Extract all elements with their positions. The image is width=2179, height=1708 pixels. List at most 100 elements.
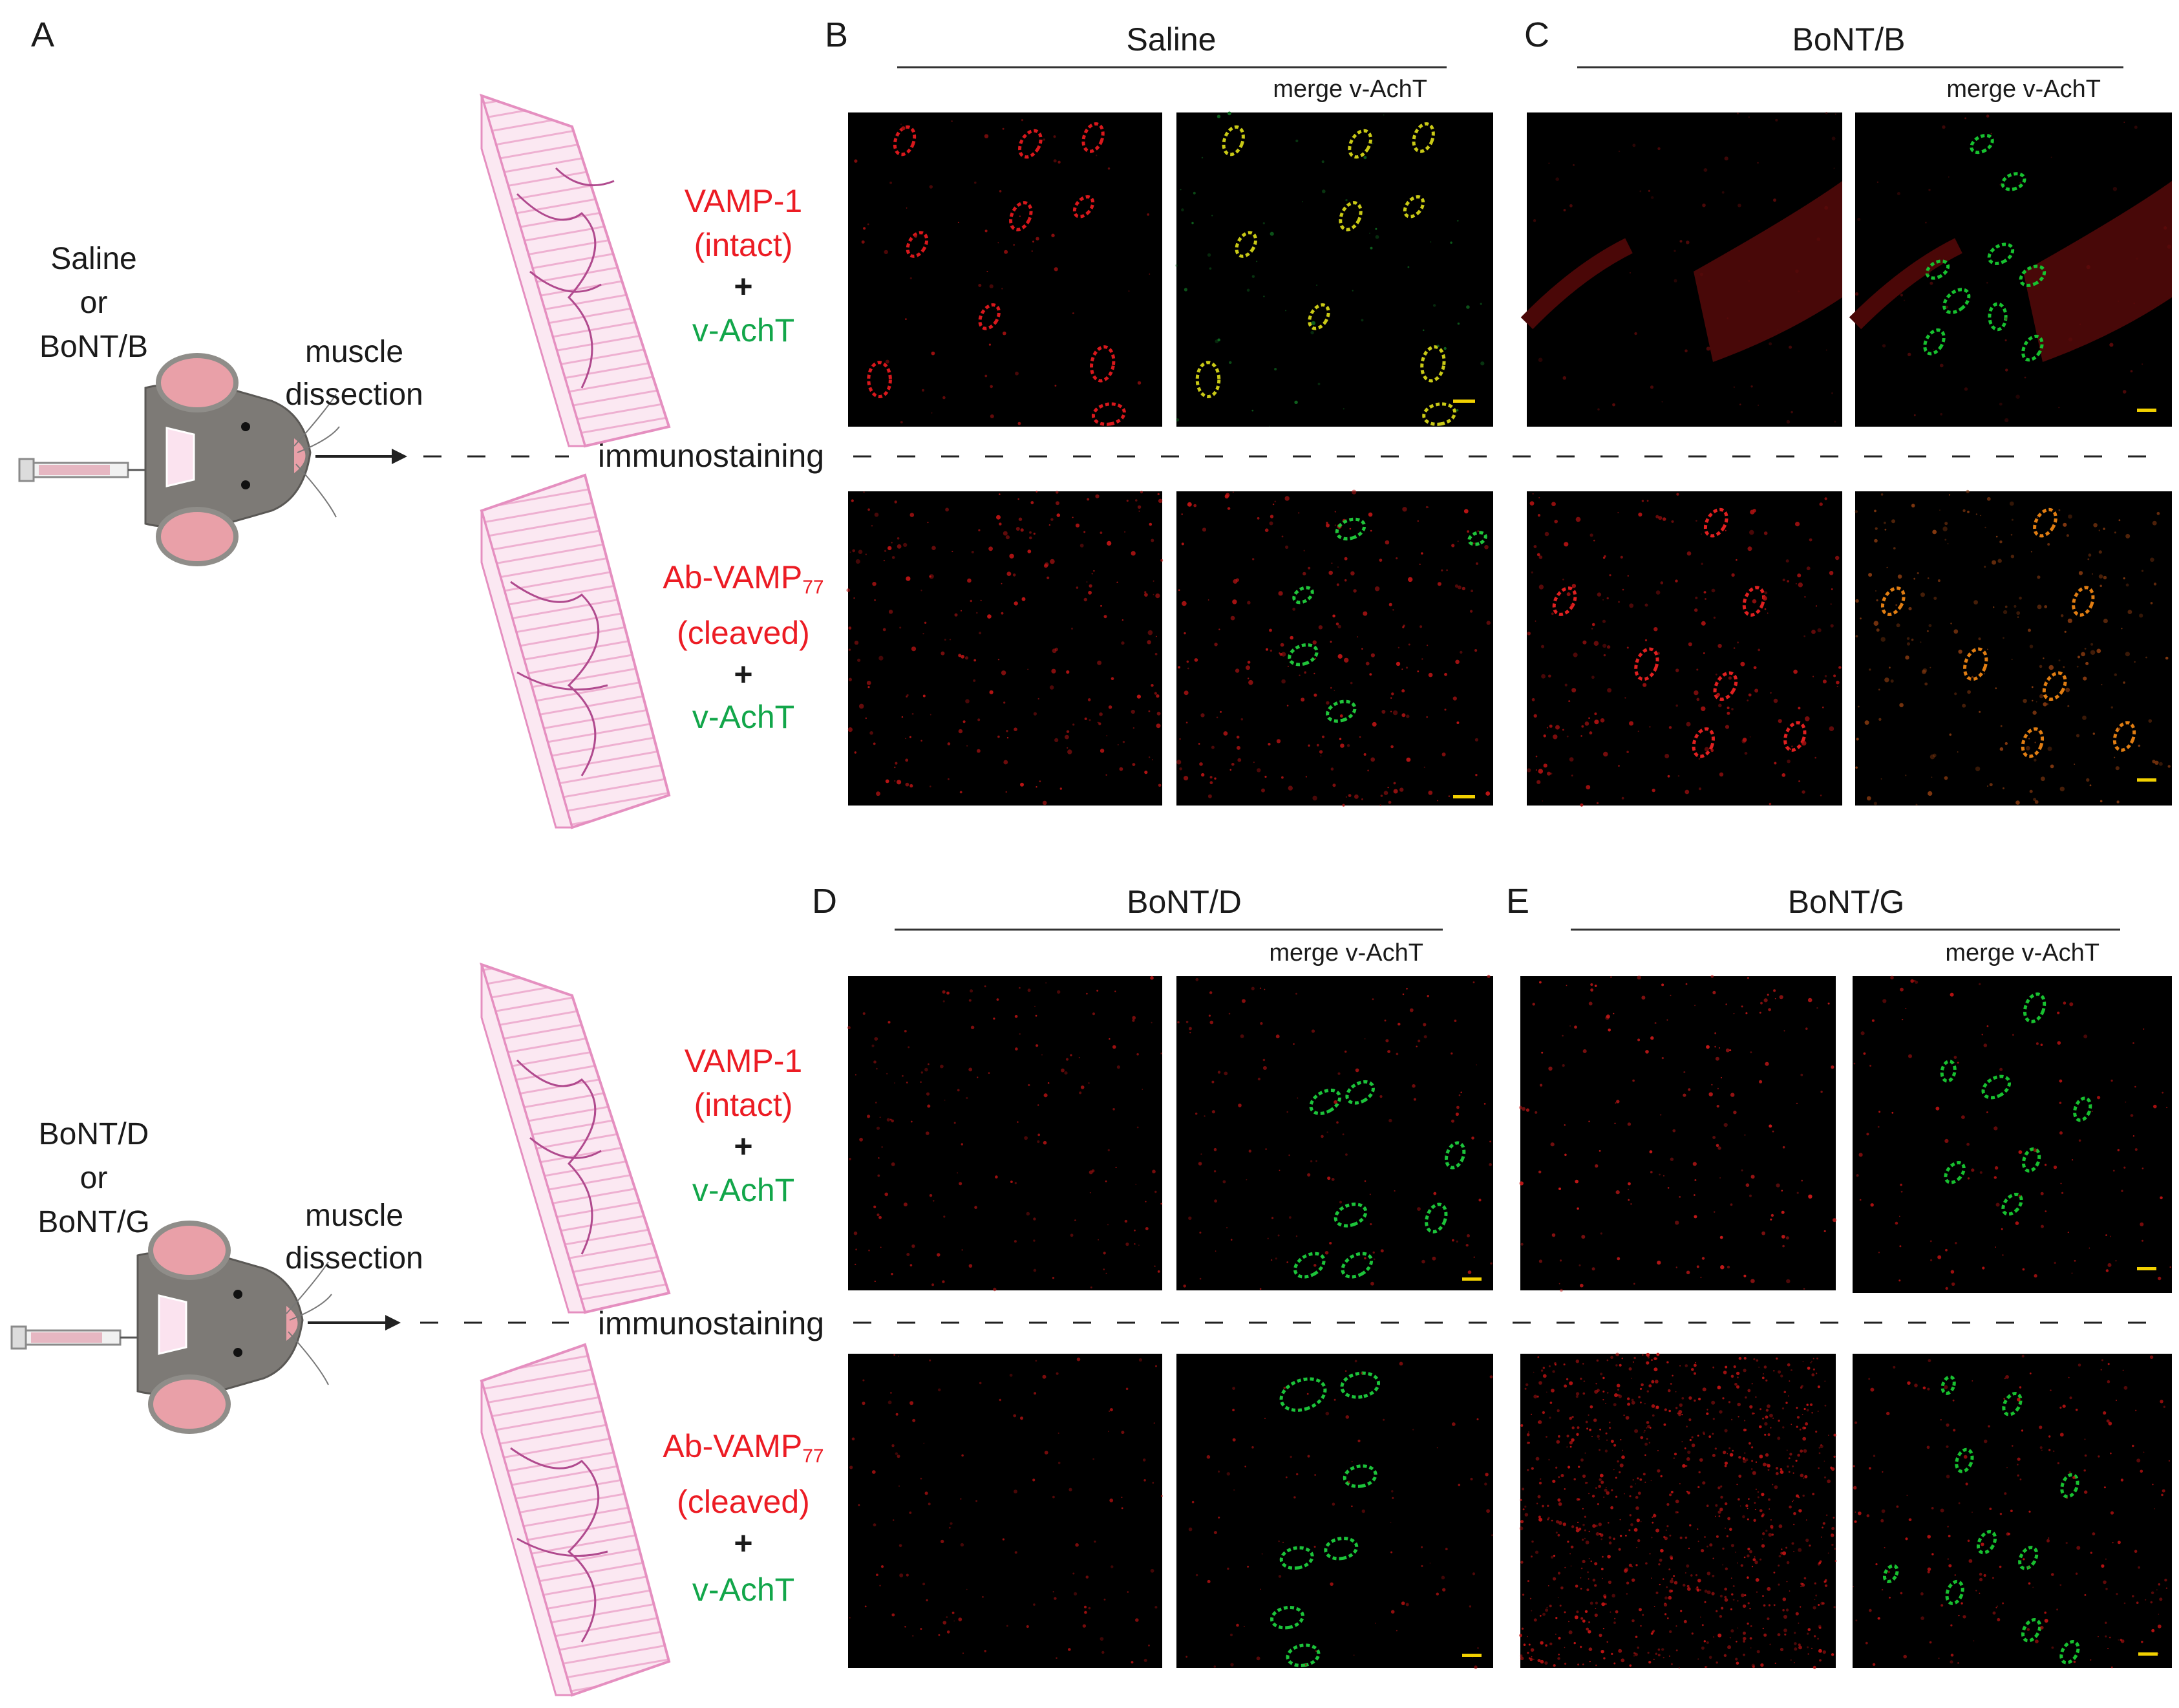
signal-speck xyxy=(1345,1370,1347,1372)
signal-speck xyxy=(1907,1381,1911,1385)
signal-speck xyxy=(2039,1425,2043,1429)
signal-speck xyxy=(1694,608,1698,612)
signal-speck xyxy=(1489,1140,1491,1143)
signal-speck xyxy=(1153,580,1154,582)
signal-speck xyxy=(1781,1190,1783,1192)
signal-speck xyxy=(1519,1634,1523,1638)
signal-speck xyxy=(2098,529,2100,531)
signal-speck xyxy=(1633,1528,1638,1532)
signal-speck xyxy=(1050,559,1055,564)
signal-speck xyxy=(1244,1466,1246,1468)
signal-speck xyxy=(910,1120,913,1123)
signal-speck xyxy=(941,651,945,656)
signal-speck xyxy=(1652,1630,1654,1634)
signal-speck xyxy=(1269,425,1271,427)
signal-speck xyxy=(1859,1199,1862,1201)
signal-speck xyxy=(1604,1449,1608,1453)
signal-speck xyxy=(1562,376,1567,380)
signal-speck xyxy=(1056,1657,1058,1659)
signal-speck xyxy=(1928,1359,1931,1363)
signal-speck xyxy=(1900,1190,1903,1193)
signal-speck xyxy=(1606,1359,1609,1361)
signal-speck xyxy=(1589,1405,1593,1409)
signal-speck xyxy=(1589,1428,1592,1431)
signal-speck xyxy=(1413,1098,1416,1101)
signal-speck xyxy=(1635,1483,1637,1485)
signal-speck xyxy=(960,1543,964,1547)
signal-speck xyxy=(1685,983,1688,985)
signal-speck xyxy=(1405,667,1408,669)
signal-speck xyxy=(1548,1066,1553,1071)
signal-speck xyxy=(891,1613,895,1617)
signal-speck xyxy=(1805,716,1810,721)
signal-speck xyxy=(849,551,851,553)
signal-speck xyxy=(2107,1380,2110,1383)
signal-speck xyxy=(1580,1617,1584,1620)
signal-speck xyxy=(1884,521,1886,524)
endplate-signal xyxy=(2021,1147,2041,1173)
signal-speck xyxy=(1407,266,1410,268)
signal-speck xyxy=(1751,1446,1754,1449)
signal-speck xyxy=(1950,992,1954,997)
signal-speck xyxy=(1585,1420,1588,1424)
signal-speck xyxy=(1636,1546,1638,1548)
signal-speck xyxy=(1286,1111,1288,1113)
signal-speck xyxy=(1264,1418,1266,1420)
signal-speck xyxy=(1694,1215,1697,1219)
signal-speck xyxy=(1815,1372,1818,1374)
signal-speck xyxy=(1738,1416,1739,1418)
signal-speck xyxy=(964,656,969,660)
signal-speck xyxy=(1897,574,1902,579)
endplate-signal xyxy=(1783,721,1807,752)
signal-speck xyxy=(1771,1533,1774,1536)
signal-speck xyxy=(2105,1621,2107,1624)
signal-speck xyxy=(1524,1513,1529,1517)
signal-speck xyxy=(1699,1589,1702,1591)
signal-speck xyxy=(1547,771,1551,776)
signal-speck xyxy=(1646,1361,1650,1365)
signal-speck xyxy=(1712,990,1716,994)
signal-speck xyxy=(899,626,902,629)
signal-speck xyxy=(1581,1235,1586,1239)
signal-speck xyxy=(1962,703,1966,708)
signal-speck xyxy=(1789,1453,1792,1456)
signal-speck xyxy=(1271,1217,1274,1219)
signal-speck xyxy=(1450,241,1452,244)
signal-speck xyxy=(1935,1106,1940,1111)
signal-speck xyxy=(1551,502,1556,506)
signal-speck xyxy=(878,1157,880,1159)
signal-speck xyxy=(1595,1524,1598,1527)
signal-speck xyxy=(1470,1477,1473,1480)
signal-speck xyxy=(1675,1221,1679,1225)
signal-speck xyxy=(1480,361,1485,366)
signal-speck xyxy=(1668,726,1672,729)
signal-speck xyxy=(1677,1511,1679,1513)
signal-speck xyxy=(1876,628,1880,632)
signal-speck xyxy=(2110,706,2113,709)
signal-speck xyxy=(853,1231,858,1235)
endplate-signal xyxy=(1345,1080,1375,1105)
signal-speck xyxy=(1835,555,1840,560)
signal-speck xyxy=(1324,1251,1329,1255)
signal-speck xyxy=(1247,661,1251,664)
signal-speck xyxy=(1533,219,1536,222)
signal-speck xyxy=(1527,1651,1529,1654)
signal-speck xyxy=(1670,1663,1673,1665)
signal-speck xyxy=(2134,661,2136,663)
signal-speck xyxy=(1738,204,1741,208)
signal-speck xyxy=(1423,1023,1427,1027)
signal-speck xyxy=(2025,745,2030,751)
signal-speck xyxy=(1402,507,1407,512)
endplate-signal xyxy=(1340,1371,1381,1399)
endplate-signal xyxy=(1335,517,1366,540)
signal-speck xyxy=(920,590,922,592)
signal-speck xyxy=(1373,1258,1376,1261)
signal-speck xyxy=(1602,1555,1604,1558)
signal-speck xyxy=(1670,1383,1672,1385)
signal-speck xyxy=(1569,1025,1571,1027)
signal-speck xyxy=(2164,1579,2167,1582)
signal-speck xyxy=(1751,1383,1753,1385)
signal-speck xyxy=(1780,1470,1784,1474)
signal-speck xyxy=(2015,394,2020,399)
signal-speck xyxy=(1037,698,1039,699)
